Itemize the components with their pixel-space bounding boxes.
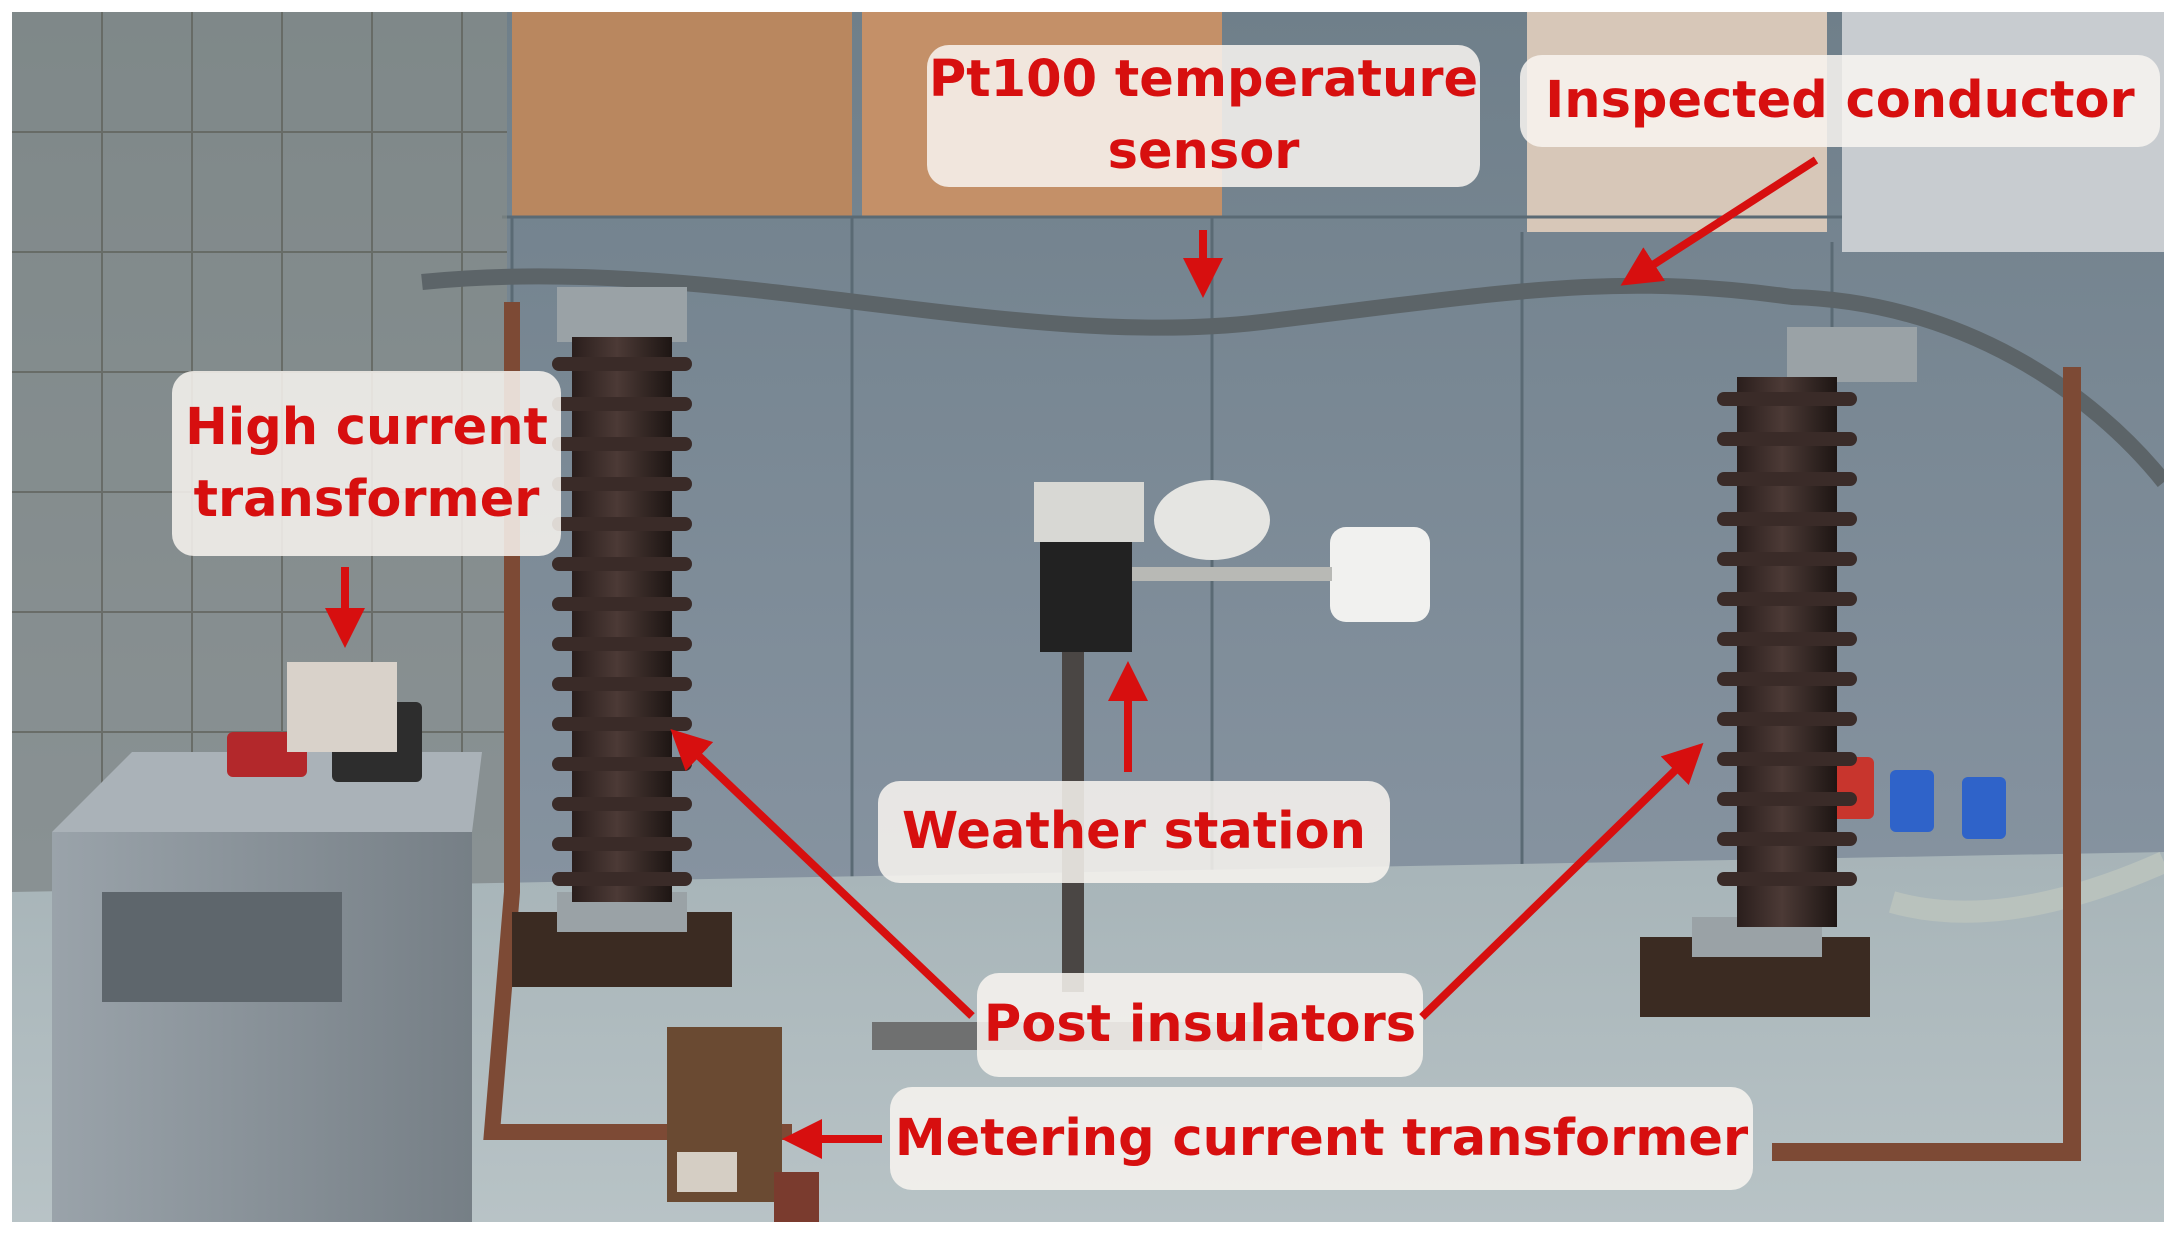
window-1 [512, 12, 852, 217]
right-insulator-sheds [1717, 392, 1857, 886]
weather-station-logger [1040, 542, 1132, 652]
metering-transformer-window [677, 1152, 737, 1192]
left-insulator-body [572, 337, 672, 902]
warning-drum [287, 662, 397, 752]
high-current-transformer-label: High current transformer [172, 371, 561, 556]
metering-transformer-label: Metering current transformer [890, 1087, 1753, 1190]
high-current-label-line1: High current [185, 397, 548, 457]
cabinet-vent [102, 892, 342, 1002]
rain-gauge [1330, 527, 1430, 622]
inspected-conductor-cable [421, 268, 2164, 488]
wall-socket-blue-1 [1890, 770, 1934, 832]
right-insulator-cap [1787, 327, 1917, 382]
metering-insulator [774, 1172, 819, 1222]
copper-bus-bar-left [483, 302, 792, 1140]
weather-station-panel [1034, 482, 1144, 542]
left-insulator-cap [557, 287, 687, 342]
radiation-shield [1154, 480, 1270, 560]
pt100-label-line1: Pt100 temperature [928, 50, 1479, 109]
high-current-label-line2: transformer [193, 469, 540, 529]
weather-station-label: Weather station [878, 781, 1390, 883]
inspected-conductor-label: Inspected conductor [1520, 55, 2160, 147]
pt100-sensor-label: Pt100 temperature sensor [927, 45, 1480, 187]
pt100-label-line2: sensor [1107, 122, 1300, 181]
left-insulator-sheds [552, 357, 692, 886]
post-insulators-label: Post insulators [977, 973, 1423, 1077]
high-current-cabinet [52, 832, 472, 1222]
ground-return-cable [1888, 851, 2164, 923]
copper-bus-bar [1772, 367, 2081, 1161]
weather-station-arm [1132, 567, 1332, 581]
photo-frame: Pt100 temperature sensor Inspected condu… [12, 12, 2164, 1222]
wall-socket-blue-2 [1962, 777, 2006, 839]
